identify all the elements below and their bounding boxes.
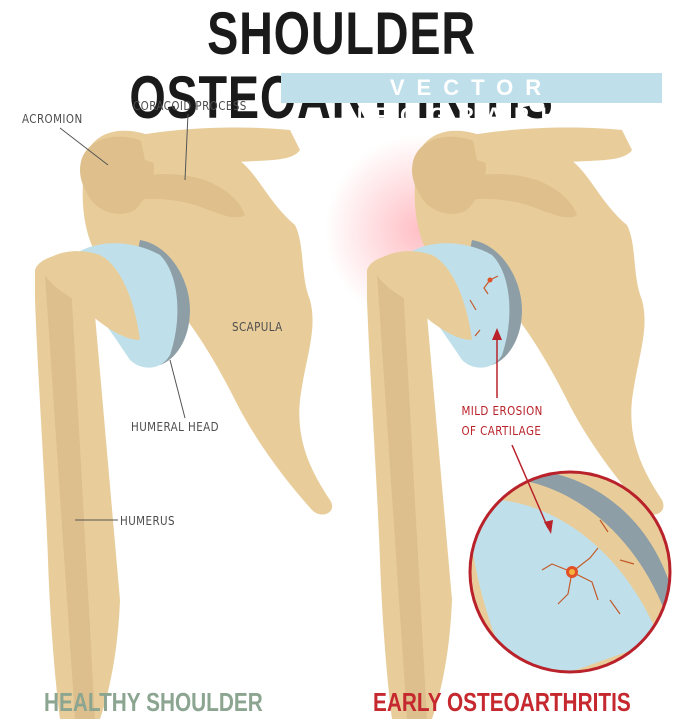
label-humeral-head: HUMERAL HEAD (131, 420, 219, 434)
label-coracoid-process: CORACOID PROCESS (133, 99, 247, 113)
label-mild-erosion: MILD EROSION (461, 404, 540, 418)
label-humerus: HUMERUS (120, 514, 175, 528)
label-acromion: ACROMION (22, 112, 83, 126)
caption-early-osteoarthritis: EARLY OSTEOARTHRITIS (373, 688, 631, 716)
healthy-clavicle (140, 128, 300, 168)
label-of-cartilage: OF CARTILAGE (461, 424, 540, 438)
oa-clavicle (472, 128, 632, 168)
label-scapula: SCAPULA (232, 320, 283, 334)
caption-healthy-shoulder: HEALTHY SHOULDER (44, 688, 263, 716)
